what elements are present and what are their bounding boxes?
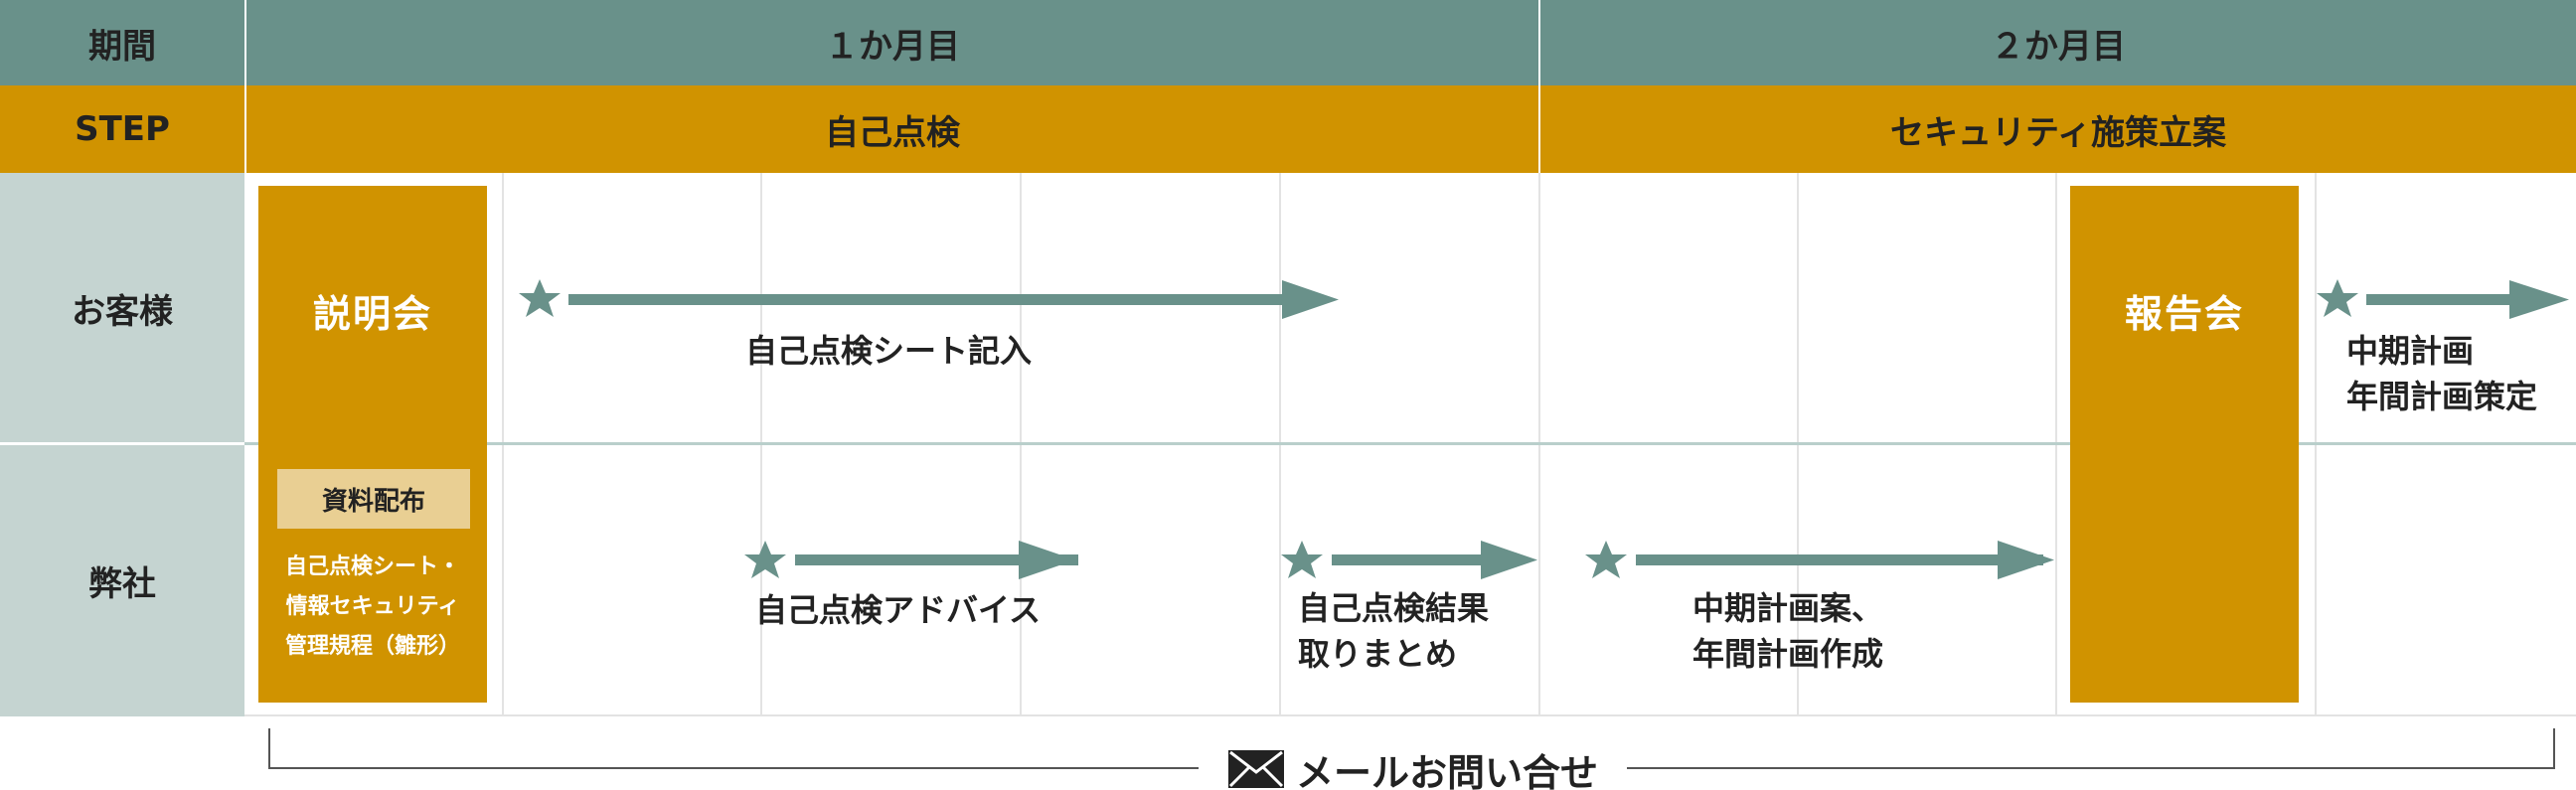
plan-drafting-arrow: [1585, 541, 2054, 579]
contact-bracket-line-right: [1627, 767, 2555, 769]
contact-bracket-line-left: [268, 767, 1199, 769]
report-title: 報告会: [2124, 291, 2244, 336]
mid-term-plan-arrow: [2317, 279, 2569, 319]
grid-bottom-line: [244, 714, 2576, 716]
task-summary-line-1: 自己点検結果: [1298, 589, 1490, 627]
row-label-customer: お客様: [0, 173, 244, 443]
briefing-title: 説明会: [312, 291, 432, 336]
month2-label: ２か月目: [1991, 26, 2126, 67]
task-summary: 自己点検結果 取りまとめ: [1298, 585, 1489, 677]
star-icon: [519, 279, 561, 317]
task-mid-term-plan: 中期計画 年間計画策定: [2346, 328, 2537, 419]
materials-line-3: 管理規程（雛形）: [284, 634, 460, 659]
customer-label: お客様: [72, 291, 173, 332]
contact-bracket-left: [268, 728, 270, 768]
month1-label: １か月目: [825, 26, 960, 67]
period-label: 期間: [88, 26, 156, 67]
step-header-cell: STEP: [0, 85, 244, 173]
materials-line-1: 自己点検シート・: [284, 554, 460, 579]
task-summary-line-2: 取りまとめ: [1298, 635, 1458, 673]
step2-header-cell: セキュリティ施策立案: [1538, 85, 2576, 173]
month1-header-cell: １か月目: [244, 0, 1538, 85]
task-plan-drafting: 中期計画案、 年間計画作成: [1692, 585, 1883, 677]
task-self-check-sheet: 自己点検シート記入: [745, 332, 1033, 370]
arrowhead-icon: [1282, 280, 1339, 319]
arrowhead-icon: [2509, 280, 2569, 319]
step-label: STEP: [75, 109, 170, 149]
contact-bracket-right: [2553, 728, 2555, 768]
star-icon: [2317, 279, 2358, 317]
star-icon: [1281, 541, 1323, 578]
arrowhead-icon: [1019, 541, 1075, 579]
step2-label: セキュリティ施策立案: [1890, 112, 2226, 153]
star-icon: [1585, 541, 1627, 578]
task-plan-line-2: 年間計画作成: [1692, 635, 1884, 673]
row-label-company: 弊社: [0, 445, 244, 716]
task-advice: 自己点検アドバイス: [755, 591, 1042, 629]
star-icon: [744, 541, 786, 578]
task-mid-term-line-2: 年間計画策定: [2346, 378, 2538, 415]
step1-label: 自己点検: [825, 112, 960, 153]
materials-list: 自己点検シート・ 情報セキュリティ 管理規程（雛形）: [258, 548, 487, 667]
contact-label: メールお問い合せ: [1295, 750, 1598, 790]
row-label-divider: [0, 442, 244, 445]
company-label: 弊社: [88, 564, 156, 604]
mail-icon: [1227, 750, 1284, 788]
summary-arrow: [1281, 541, 1537, 579]
period-header-cell: 期間: [0, 0, 244, 85]
arrowhead-icon: [1998, 541, 2054, 579]
report-box: [2070, 186, 2299, 703]
self-check-sheet-arrow: [519, 279, 1339, 319]
briefing-box: [258, 186, 487, 703]
step1-header-cell: 自己点検: [244, 85, 1538, 173]
row-separator: [244, 442, 2576, 445]
advice-arrow: [744, 541, 1078, 579]
task-plan-line-1: 中期計画案、: [1692, 589, 1884, 627]
arrowhead-icon: [1481, 541, 1537, 579]
materials-chip: 資料配布: [277, 469, 470, 529]
month2-header-cell: ２か月目: [1538, 0, 2576, 85]
task-mid-term-line-1: 中期計画: [2346, 332, 2475, 370]
contact-link[interactable]: メールお問い合せ: [1214, 747, 1612, 790]
materials-line-2: 情報セキュリティ: [285, 594, 460, 619]
